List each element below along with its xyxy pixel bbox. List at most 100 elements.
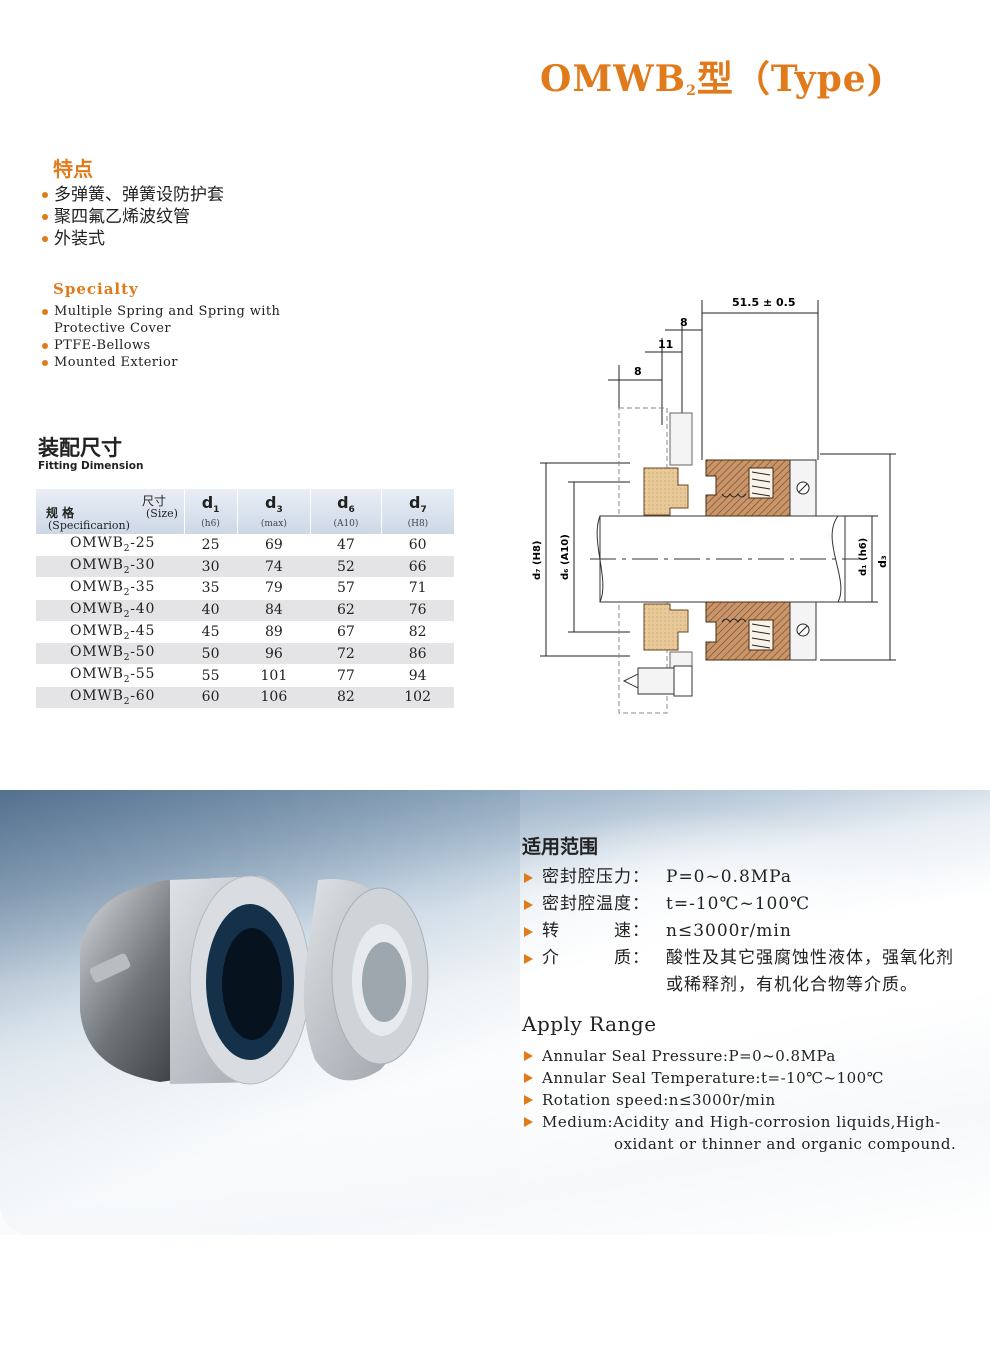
value-cell: 79 [237,577,311,600]
feature-en-item: Multiple Spring and Spring with [40,303,280,320]
page-title: OMWB2型（Type) [540,50,885,102]
title-suffix: 型（Type) [696,58,885,100]
value-cell: 30 [184,555,238,579]
features-cn-list: 多弹簧、弹簧设防护套 聚四氟乙烯波纹管 外装式 [40,184,224,250]
dimension-lines [540,300,896,661]
label-d3: d₃ [876,555,889,568]
value-cell: 62 [310,599,382,622]
apply-cn-pressure: 密封腔压力：P=0~0.8MPa [522,864,954,891]
corner-spec-cn: 规 格 [46,506,75,520]
apply-range-cn-heading: 适用范围 [522,836,599,858]
apply-en-medium-continued: oxidant or thinner and organic compound. [614,1135,957,1153]
label-d7: d₇ (H8) [532,541,543,581]
feature-cn-item: 外装式 [40,228,224,250]
dim-a-label: 8 [680,316,688,329]
apply-en-item: Rotation speed:n≤3000r/min [522,1089,956,1111]
value-cell: 89 [237,621,311,644]
apply-range-cn-list: 密封腔压力：P=0~0.8MPa 密封腔温度：t=-10℃~100℃ 转 速：n… [522,864,954,999]
value-cell: 45 [184,621,238,644]
column-header-d7: d7(H8) [381,489,454,534]
dim-total-label: 51.5 ± 0.5 [732,296,796,309]
value-cell: 69 [237,534,311,557]
value-cell: 106 [237,686,311,709]
fitting-heading-en: Fitting Dimension [38,460,144,472]
value-cell: 101 [237,664,311,688]
value-cell: 74 [237,555,311,579]
column-header-d6: d6(A10) [310,489,382,534]
model-cell: OMWB2-40 [36,599,184,622]
value-cell: 55 [184,664,238,688]
value-cell: 60 [184,686,238,709]
lower-seat [643,603,689,651]
model-cell: OMWB2-45 [36,621,184,644]
apply-en-item: Medium:Acidity and High-corrosion liquid… [522,1111,956,1133]
value-cell: 102 [381,686,454,709]
feature-en-item-continued: Protective Cover [54,321,171,336]
title-subscript: 2 [686,83,697,99]
apply-range-en-heading: Apply Range [522,1012,657,1036]
label-d6: d₆ (A10) [560,534,571,580]
value-cell: 96 [237,642,311,666]
apply-range-en-list: Annular Seal Pressure:P=0~0.8MPa Annular… [522,1045,956,1155]
column-header-d1: d1(h6) [184,489,238,534]
model-cell: OMWB2-25 [36,534,184,557]
value-cell: 76 [381,599,454,622]
table-header-row: 尺寸 (Size) 规 格 (Specificarion) d1(h6) d3(… [36,489,454,534]
feature-cn-item: 多弹簧、弹簧设防护套 [40,184,224,206]
value-cell: 82 [381,621,454,644]
dim-b-label: 11 [658,338,673,351]
apply-cn-medium: 介 质：酸性及其它强腐蚀性液体，强氧化剂 [522,945,954,972]
model-cell: OMWB2-60 [36,686,184,709]
value-cell: 71 [381,577,454,600]
value-cell: 25 [184,534,238,557]
model-cell: OMWB2-30 [36,555,184,579]
value-cell: 94 [381,664,454,688]
gland-bolt [637,667,675,695]
value-cell: 82 [310,686,382,709]
label-d1: d₁ (h6) [858,538,869,576]
seal-section-diagram: 51.5 ± 0.5 8 11 8 d₇ (H8) d₆ (A10) d₁ (h… [532,296,896,714]
title-model: OMWB [540,58,687,100]
value-cell: 52 [310,555,382,579]
fitting-dimension-table: 尺寸 (Size) 规 格 (Specificarion) d1(h6) d3(… [36,489,454,709]
value-cell: 60 [381,534,454,557]
product-photo [80,875,429,1085]
apply-cn-speed: 转 速：n≤3000r/min [522,918,954,945]
value-cell: 86 [381,642,454,666]
features-en-heading: Specialty [53,280,139,298]
value-cell: 67 [310,621,382,644]
corner-spec-en: (Specificarion) [48,519,130,532]
value-cell: 40 [184,599,238,622]
apply-en-item: Annular Seal Pressure:P=0~0.8MPa [522,1045,956,1067]
model-cell: OMWB2-55 [36,664,184,688]
value-cell: 50 [184,642,238,666]
value-cell: 84 [237,599,311,622]
corner-size-cn: 尺寸 [142,494,167,508]
upper-seat [643,467,689,516]
features-en-list: Multiple Spring and Spring with Protecti… [40,303,280,371]
value-cell: 72 [310,642,382,666]
apply-cn-medium-continued: 或稀释剂，有机化合物等介质。 [666,975,918,995]
features-cn-heading: 特点 [53,157,93,181]
apply-cn-temperature: 密封腔温度：t=-10℃~100℃ [522,891,954,918]
column-header-d3: d3(max) [237,489,312,534]
fitting-heading-cn: 装配尺寸 [38,435,122,460]
feature-en-item: PTFE-Bellows [40,337,280,354]
value-cell: 57 [310,577,382,600]
dim-c-label: 8 [634,365,642,378]
model-cell: OMWB2-50 [36,642,184,666]
value-cell: 47 [310,534,382,557]
feature-en-item: Mounted Exterior [40,354,280,371]
value-cell: 66 [381,555,454,579]
feature-cn-item: 聚四氟乙烯波纹管 [40,206,224,228]
corner-size-en: (Size) [146,507,178,520]
apply-en-item: Annular Seal Temperature:t=-10℃~100℃ [522,1067,956,1089]
value-cell: 77 [310,664,382,688]
